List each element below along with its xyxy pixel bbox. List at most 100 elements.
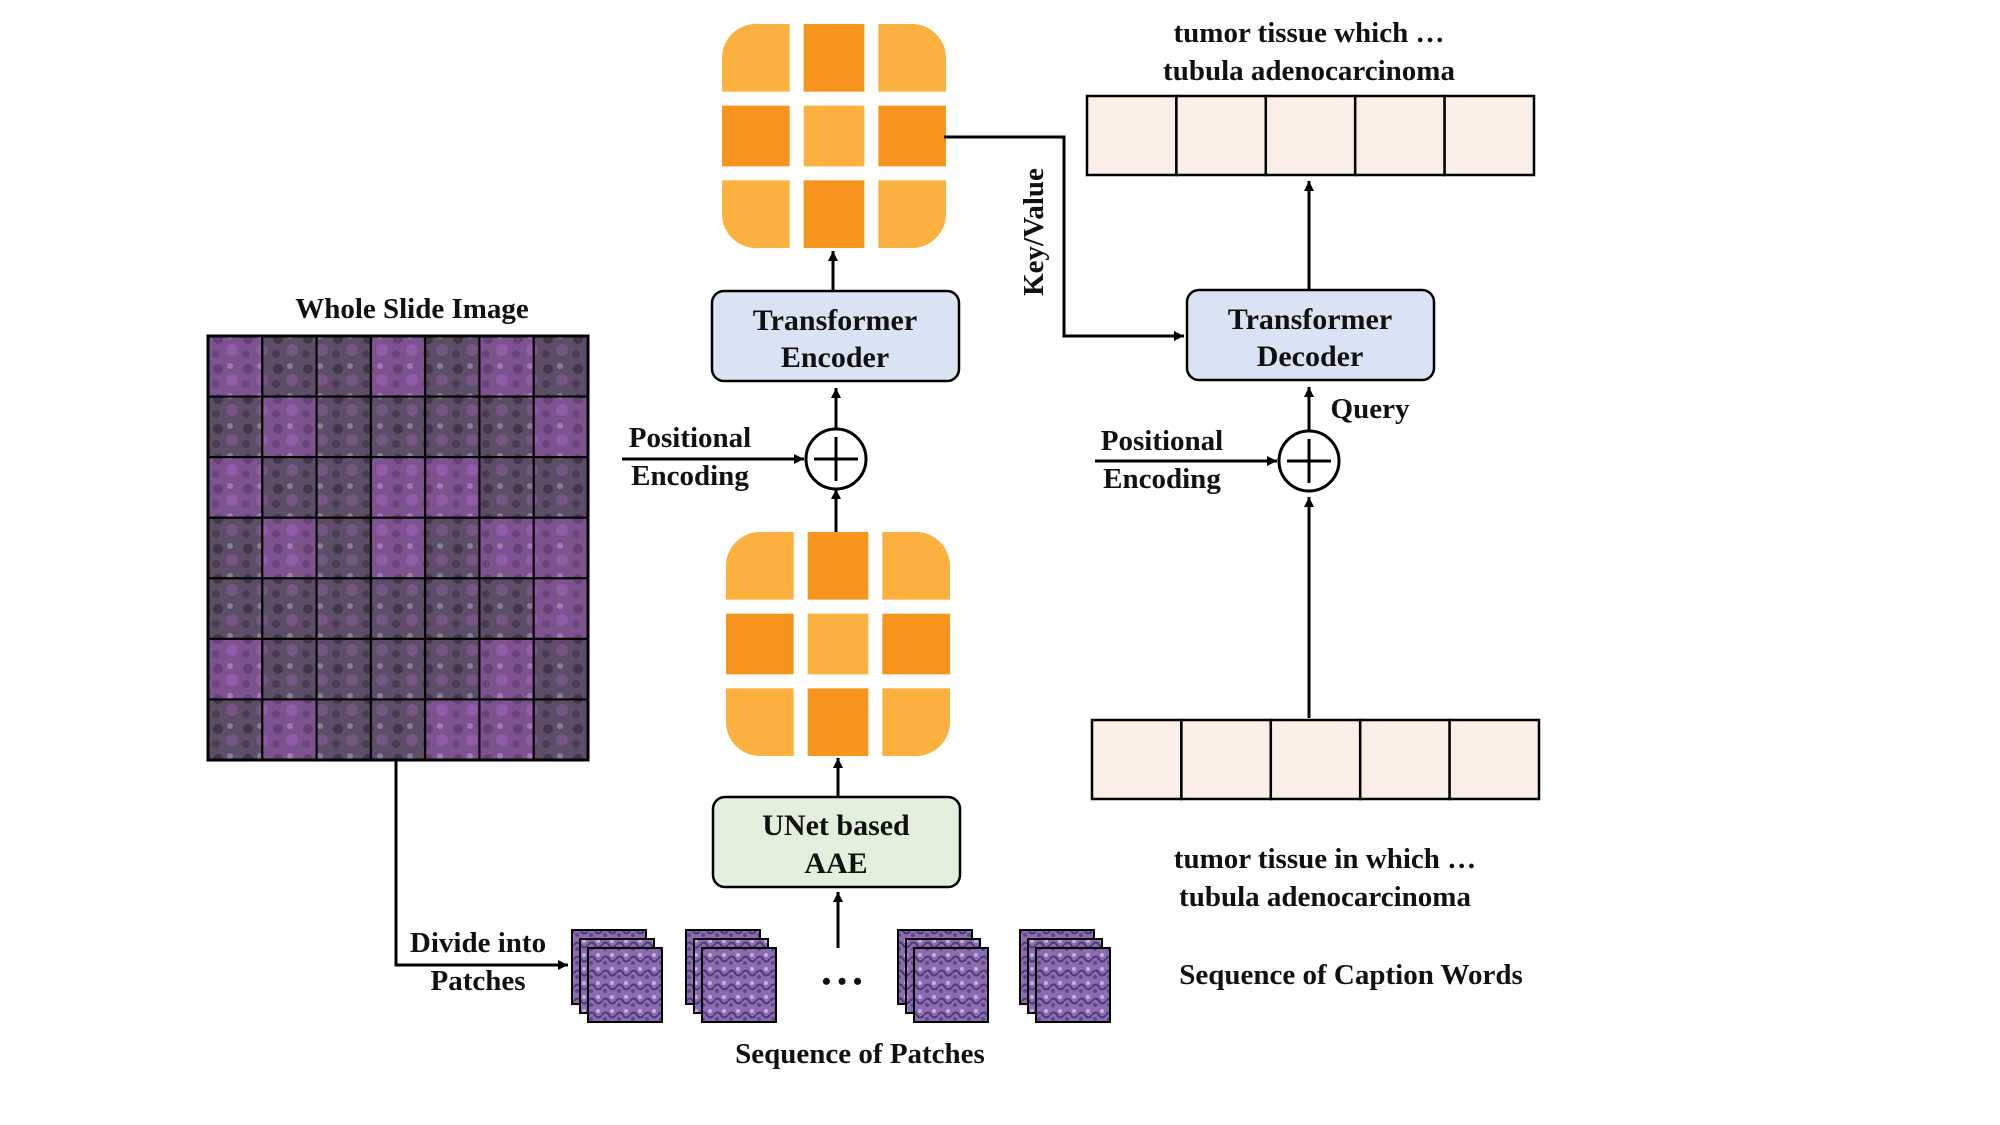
patch-stack — [1019, 929, 1111, 1023]
feature-cell — [882, 688, 950, 756]
patch-sequence — [571, 929, 1111, 1023]
wsi-tile — [369, 516, 427, 580]
wsi-tile — [369, 637, 427, 701]
wsi-tile — [261, 577, 318, 640]
sequence-of-caption-words-label: Sequence of Caption Words — [1179, 959, 1522, 991]
pos-enc-left-label-1: Positional — [629, 422, 751, 454]
wsi-tile — [315, 335, 372, 398]
encoder-label-2: Encoder — [781, 341, 889, 374]
wsi-tile — [315, 637, 372, 701]
wsi-tile — [478, 577, 535, 640]
wsi-tile — [532, 637, 590, 701]
token-cell — [1085, 94, 1178, 177]
wsi-tile — [478, 395, 535, 459]
wsi-tile — [369, 395, 427, 459]
wsi-tile — [532, 577, 590, 640]
ellipsis-dots: • • • — [822, 967, 862, 996]
feature-cell — [803, 24, 865, 92]
aae-box-label-2: AAE — [804, 847, 867, 880]
wsi-tile — [261, 637, 318, 701]
encoder-label-1: Transformer — [753, 304, 917, 337]
wsi-tile — [207, 637, 264, 701]
token-cell — [1264, 94, 1357, 177]
wsi-tile — [369, 456, 427, 519]
wsi-tile — [261, 516, 318, 580]
feature-cell — [878, 24, 946, 92]
feature-cell — [726, 688, 794, 756]
patch-stack — [897, 929, 989, 1023]
patch-stack — [571, 929, 663, 1023]
divide-label-2: Patches — [430, 965, 525, 997]
transformer-encoder-box — [710, 289, 961, 383]
output-caption-line-1: tumor tissue which … — [1174, 17, 1445, 49]
wsi-tile — [261, 456, 318, 519]
feature-cell — [803, 180, 865, 248]
wsi-to-patches-arrow — [394, 760, 568, 970]
token-cell — [1090, 718, 1183, 801]
aae-box-label-1: UNet based — [762, 809, 910, 842]
key-value-label: Key/Value — [1018, 168, 1050, 296]
token-cell — [1358, 718, 1451, 801]
wsi-tile — [478, 516, 535, 580]
wsi-tile — [369, 335, 427, 398]
wsi-tile — [478, 335, 535, 398]
pos-enc-right-label-1: Positional — [1101, 425, 1223, 457]
feature-cell — [726, 613, 794, 675]
divide-label-1: Divide into — [410, 927, 546, 959]
wsi-tile — [207, 395, 264, 459]
feature-cell — [878, 180, 946, 248]
feature-cell — [807, 613, 869, 675]
wsi-tile — [261, 395, 318, 459]
patch-embedding-grid — [726, 532, 950, 756]
wsi-tile — [207, 577, 264, 640]
feature-cell — [807, 532, 869, 600]
token-cell — [1353, 94, 1446, 177]
wsi-tile — [478, 456, 535, 519]
wsi-tile — [261, 335, 318, 398]
token-cell — [1175, 94, 1268, 177]
wsi-tile — [424, 456, 481, 519]
feature-cell — [722, 24, 790, 92]
wsi-tile — [315, 456, 372, 519]
input-caption-tokens — [1090, 718, 1541, 801]
wsi-tile — [369, 577, 427, 640]
wsi-border — [206, 334, 590, 762]
patch-stack — [685, 929, 777, 1023]
sequence-of-patches-label: Sequence of Patches — [735, 1038, 985, 1070]
wsi-tile — [478, 698, 535, 762]
wsi-tile — [532, 335, 590, 398]
pos-enc-left-label-2: Encoding — [631, 460, 749, 492]
wsi-tile — [424, 516, 481, 580]
token-cell — [1443, 94, 1536, 177]
wsi-tile — [315, 577, 372, 640]
wsi-tile — [478, 637, 535, 701]
feature-cell — [803, 105, 865, 167]
wsi-tile — [424, 335, 481, 398]
patch-tile — [701, 947, 777, 1023]
patch-tile — [913, 947, 989, 1023]
decoder-label-1: Transformer — [1228, 303, 1392, 336]
wsi-tile — [207, 335, 264, 398]
feature-cell — [722, 180, 790, 248]
input-caption-line-1: tumor tissue in which … — [1174, 843, 1476, 875]
wsi-tile — [315, 395, 372, 459]
wsi-tile — [207, 516, 264, 580]
feature-cell — [878, 105, 946, 167]
patch-tile — [1035, 947, 1111, 1023]
wsi-tile — [532, 456, 590, 519]
pos-enc-right-label-2: Encoding — [1103, 463, 1221, 495]
whole-slide-image — [206, 334, 590, 762]
wsi-tile — [532, 698, 590, 762]
output-caption-tokens — [1085, 94, 1536, 177]
query-label: Query — [1331, 393, 1410, 425]
feature-cell — [807, 688, 869, 756]
token-cell — [1448, 718, 1541, 801]
wsi-tile — [207, 698, 264, 762]
wsi-tile — [261, 698, 318, 762]
feature-cell — [722, 105, 790, 167]
feature-cell — [882, 532, 950, 600]
token-cell — [1180, 718, 1273, 801]
wsi-tile — [532, 516, 590, 580]
wsi-tile — [315, 698, 372, 762]
feature-cell — [726, 532, 794, 600]
